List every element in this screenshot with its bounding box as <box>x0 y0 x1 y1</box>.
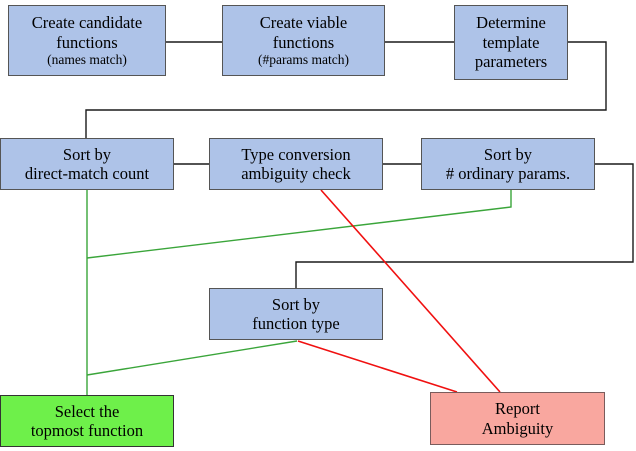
node-label-line: Sort by <box>62 144 112 164</box>
node-label-line: template <box>482 32 540 52</box>
node-label-line: functions <box>56 32 118 52</box>
connector-edge-function-type-ambiguity <box>297 340 458 393</box>
node-label-line: parameters <box>474 52 548 72</box>
node-label-line: Determine <box>476 13 546 33</box>
node-label-line: (names match) <box>47 52 127 67</box>
node-label-line: Ambiguity <box>481 418 554 438</box>
node-label-line: (#params match) <box>257 52 350 67</box>
node-label-line: Report <box>495 399 540 419</box>
node-label-line: Select the <box>54 401 120 421</box>
node-label-line: functions <box>272 32 335 52</box>
node-label-line: # ordinary params. <box>445 164 571 183</box>
connector-edge-template-to-direct-match <box>85 41 607 138</box>
connector-edge-type-check-ambiguity <box>320 189 501 393</box>
node-label-line: Create viable <box>259 13 348 33</box>
node-label-line: Create candidate <box>31 13 143 33</box>
node-label-line: function type <box>252 314 340 333</box>
node-label-line: topmost function <box>30 421 144 440</box>
connector-edge-function-type-success <box>86 340 298 376</box>
node-label-line: direct-match count <box>24 164 150 183</box>
connector-edge-ordinary-params-success <box>86 190 512 259</box>
node-label-line: ambiguity check <box>241 164 351 183</box>
node-label-line: Sort by <box>271 294 321 314</box>
node-label-line: Type conversion <box>241 144 351 164</box>
node-label-line: Sort by <box>483 144 533 164</box>
connector-edge-ordinary-params-to-function-type <box>295 163 634 288</box>
node-sort-by-ordinary-params[interactable]: Sort by# ordinary params. <box>421 138 595 190</box>
